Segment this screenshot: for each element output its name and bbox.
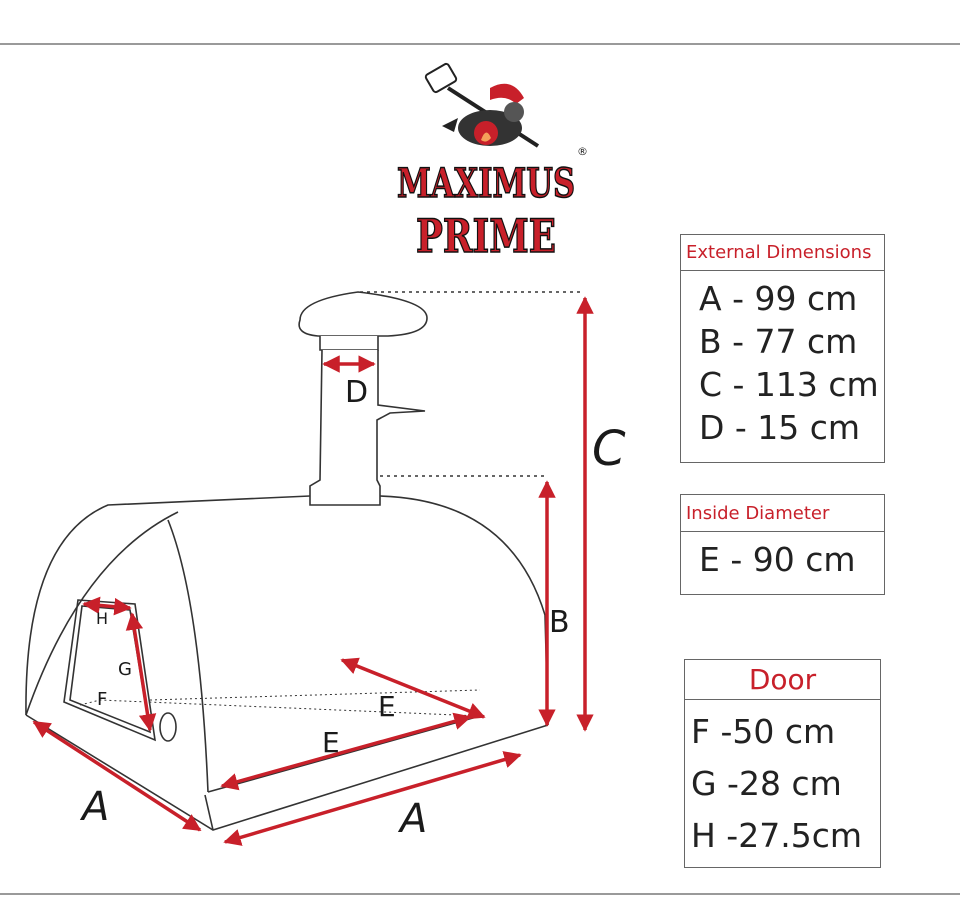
label-a-left: A — [79, 784, 109, 830]
label-f: F — [97, 689, 107, 710]
chimney — [298, 291, 428, 506]
dimension-arrows — [32, 296, 594, 846]
door-title: Door — [685, 660, 880, 700]
top-rule — [0, 43, 960, 45]
dimension-row-f: F -50 cm — [691, 712, 836, 751]
label-b: B — [549, 605, 570, 640]
registered-mark: ® — [577, 145, 588, 158]
logo-line1: MAXIMUS — [397, 160, 575, 207]
dimension-row-a: A - 99 cm — [699, 279, 858, 318]
external-dimensions-title: External Dimensions — [681, 235, 884, 271]
external-dimensions-table: External Dimensions A - 99 cm B - 77 cm … — [680, 234, 885, 463]
bottom-rule — [0, 893, 960, 895]
dimension-row-g: G -28 cm — [691, 764, 842, 803]
label-e-front: E — [322, 726, 340, 759]
label-e-side: E — [378, 690, 396, 723]
dimension-row-h: H -27.5cm — [691, 816, 862, 855]
dimension-row-b: B - 77 cm — [699, 322, 858, 361]
oven-body — [25, 495, 549, 831]
label-c: C — [592, 421, 626, 477]
dimension-row-e: E - 90 cm — [699, 540, 856, 579]
dimension-guides — [360, 291, 580, 477]
label-a-front: A — [397, 796, 427, 842]
inside-diameter-table: Inside Diameter E - 90 cm — [680, 494, 885, 595]
door-dimensions-table: Door F -50 cm G -28 cm H -27.5cm — [684, 659, 881, 868]
inside-diameter-title: Inside Diameter — [681, 495, 884, 532]
dimension-row-c: C - 113 cm — [699, 365, 879, 404]
logo-icon — [424, 62, 540, 148]
label-d: D — [345, 375, 368, 410]
label-h: H — [96, 609, 108, 628]
dimension-row-d: D - 15 cm — [699, 408, 861, 447]
label-g: G — [118, 659, 132, 680]
logo-line2: PRIME — [416, 209, 556, 263]
